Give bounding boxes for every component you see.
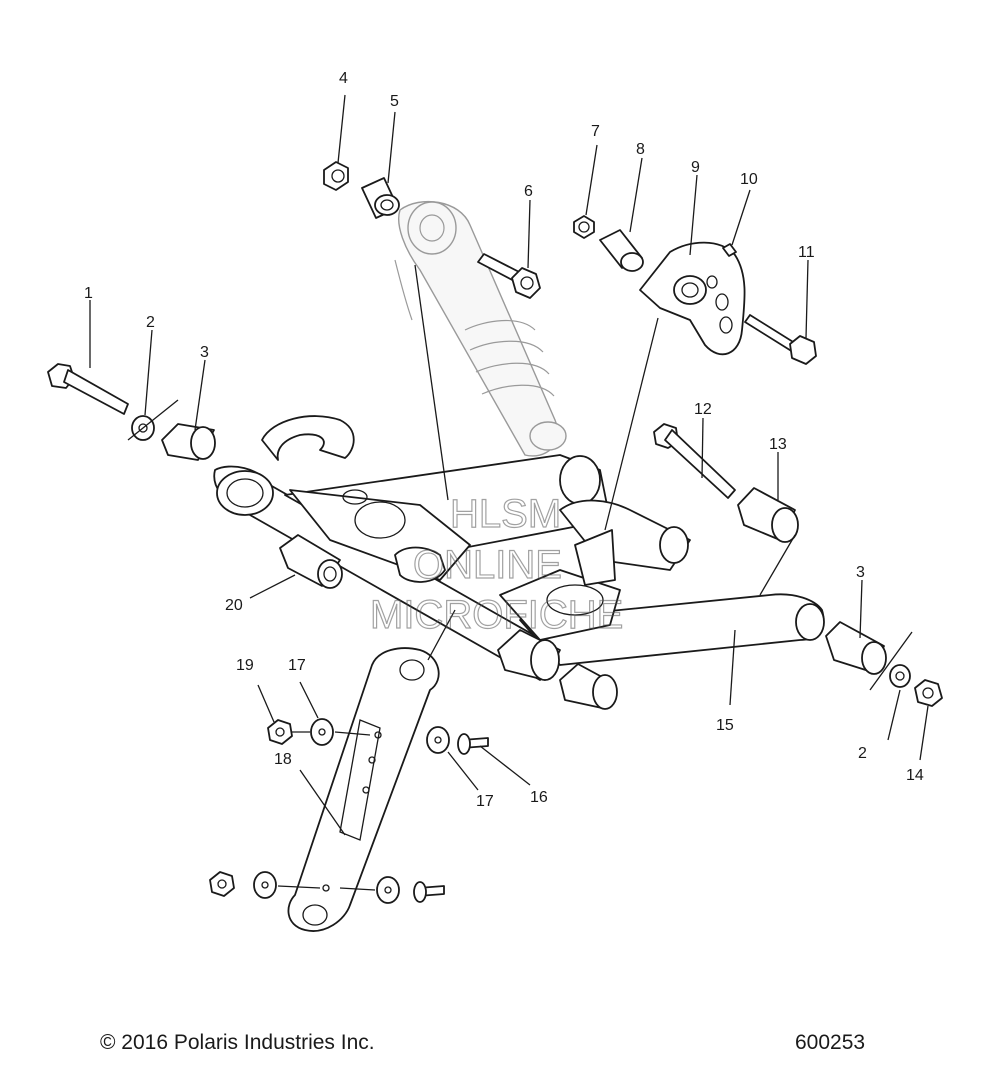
callout-1: 1 [84,285,93,302]
nut-icon [914,679,943,707]
grease-fitting-icon [722,243,737,257]
washer-icon [889,664,911,688]
watermark-line-3: MICROFICHE [370,593,623,637]
callout-16: 16 [530,789,548,806]
callout-7: 7 [591,123,600,140]
callout-13: 13 [769,436,787,453]
link-arm [209,647,489,932]
callout-19: 19 [236,657,254,674]
callout-17: 17 [288,657,306,674]
upper-shock-hardware [323,161,541,299]
callout-3b: 3 [856,564,865,581]
washer-icon [253,871,277,899]
callout-2b: 2 [858,745,867,762]
nut-icon [267,719,293,745]
left-pivot-hardware [47,363,216,461]
callout-17b: 17 [476,793,494,810]
watermark: HLSM ONLINE MICROFICHE [369,491,624,637]
nut-icon [573,215,595,239]
watermark-line-2: ONLINE [413,543,562,587]
washer-icon [376,876,400,904]
callout-8: 8 [636,141,645,158]
nut-icon [209,871,235,897]
bolt-icon [664,429,736,499]
a-arm [213,415,825,710]
callout-9: 9 [691,159,700,176]
shock-absorber [394,200,567,457]
washer-icon [310,718,334,746]
callout-leaders [89,94,929,836]
copyright-notice: © 2016 Polaris Industries Inc. [100,1031,375,1054]
callout-11: 11 [798,244,815,261]
callout-4: 4 [339,70,348,87]
callout-6: 6 [524,183,533,200]
figure-id: 600253 [795,1031,866,1054]
callout-10: 10 [740,171,758,188]
callout-2: 2 [146,314,155,331]
bolt-icon [63,369,129,415]
callout-20: 20 [225,597,243,614]
callout-3: 3 [200,344,209,361]
washer-icon [426,726,450,754]
callout-15: 15 [716,717,734,734]
callout-14: 14 [906,767,924,784]
callout-12: 12 [694,401,712,418]
right-pivot-hardware [653,423,943,707]
callout-5: 5 [390,93,399,110]
nut-icon [323,161,349,191]
watermark-line-1: HLSM [450,492,561,536]
callout-18: 18 [274,751,292,768]
callout-labels: 1 2 3 4 5 6 7 8 9 10 11 12 13 3 2 14 15 … [84,70,924,810]
upper-bracket-hardware [573,215,817,365]
